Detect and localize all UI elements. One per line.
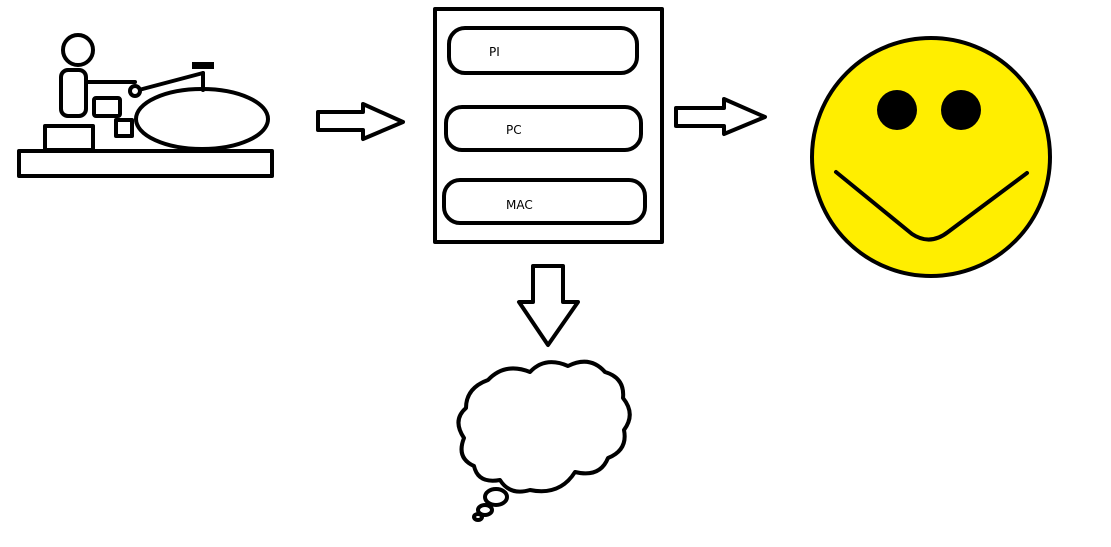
- platform-item-mac: MAC: [442, 178, 647, 225]
- platform-panel: PI PC MAC: [433, 7, 664, 244]
- thought-cloud-icon: [456, 359, 632, 522]
- right-arrow-icon: [316, 102, 405, 141]
- platform-item-pi: PI: [447, 26, 639, 75]
- platform-item-pc: PC: [444, 105, 643, 152]
- down-arrow-icon: [517, 264, 580, 347]
- smiley-face-icon: [810, 36, 1052, 278]
- turntable-icon: [17, 33, 274, 178]
- platform-label-pi: PI: [489, 45, 500, 59]
- platform-label-mac: MAC: [506, 198, 533, 212]
- platform-label-pc: PC: [506, 123, 522, 137]
- right-arrow-icon: [674, 97, 767, 136]
